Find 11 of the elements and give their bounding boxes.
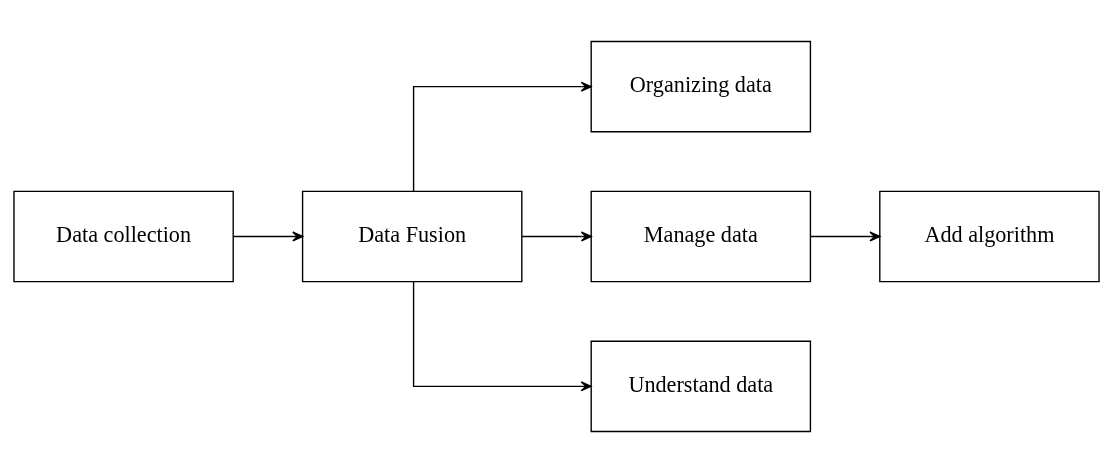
node-box: Understand data xyxy=(590,340,812,433)
arrow xyxy=(810,231,881,242)
arrow xyxy=(412,281,592,392)
arrow xyxy=(232,231,304,242)
node-box: Organizing data xyxy=(590,40,812,133)
node-box: Data collection xyxy=(13,190,234,283)
node-box: Manage data xyxy=(590,190,812,283)
arrow xyxy=(521,231,592,242)
node-box: Add algorithm xyxy=(879,190,1100,283)
arrow xyxy=(412,81,592,192)
node-box: Data Fusion xyxy=(301,190,523,283)
